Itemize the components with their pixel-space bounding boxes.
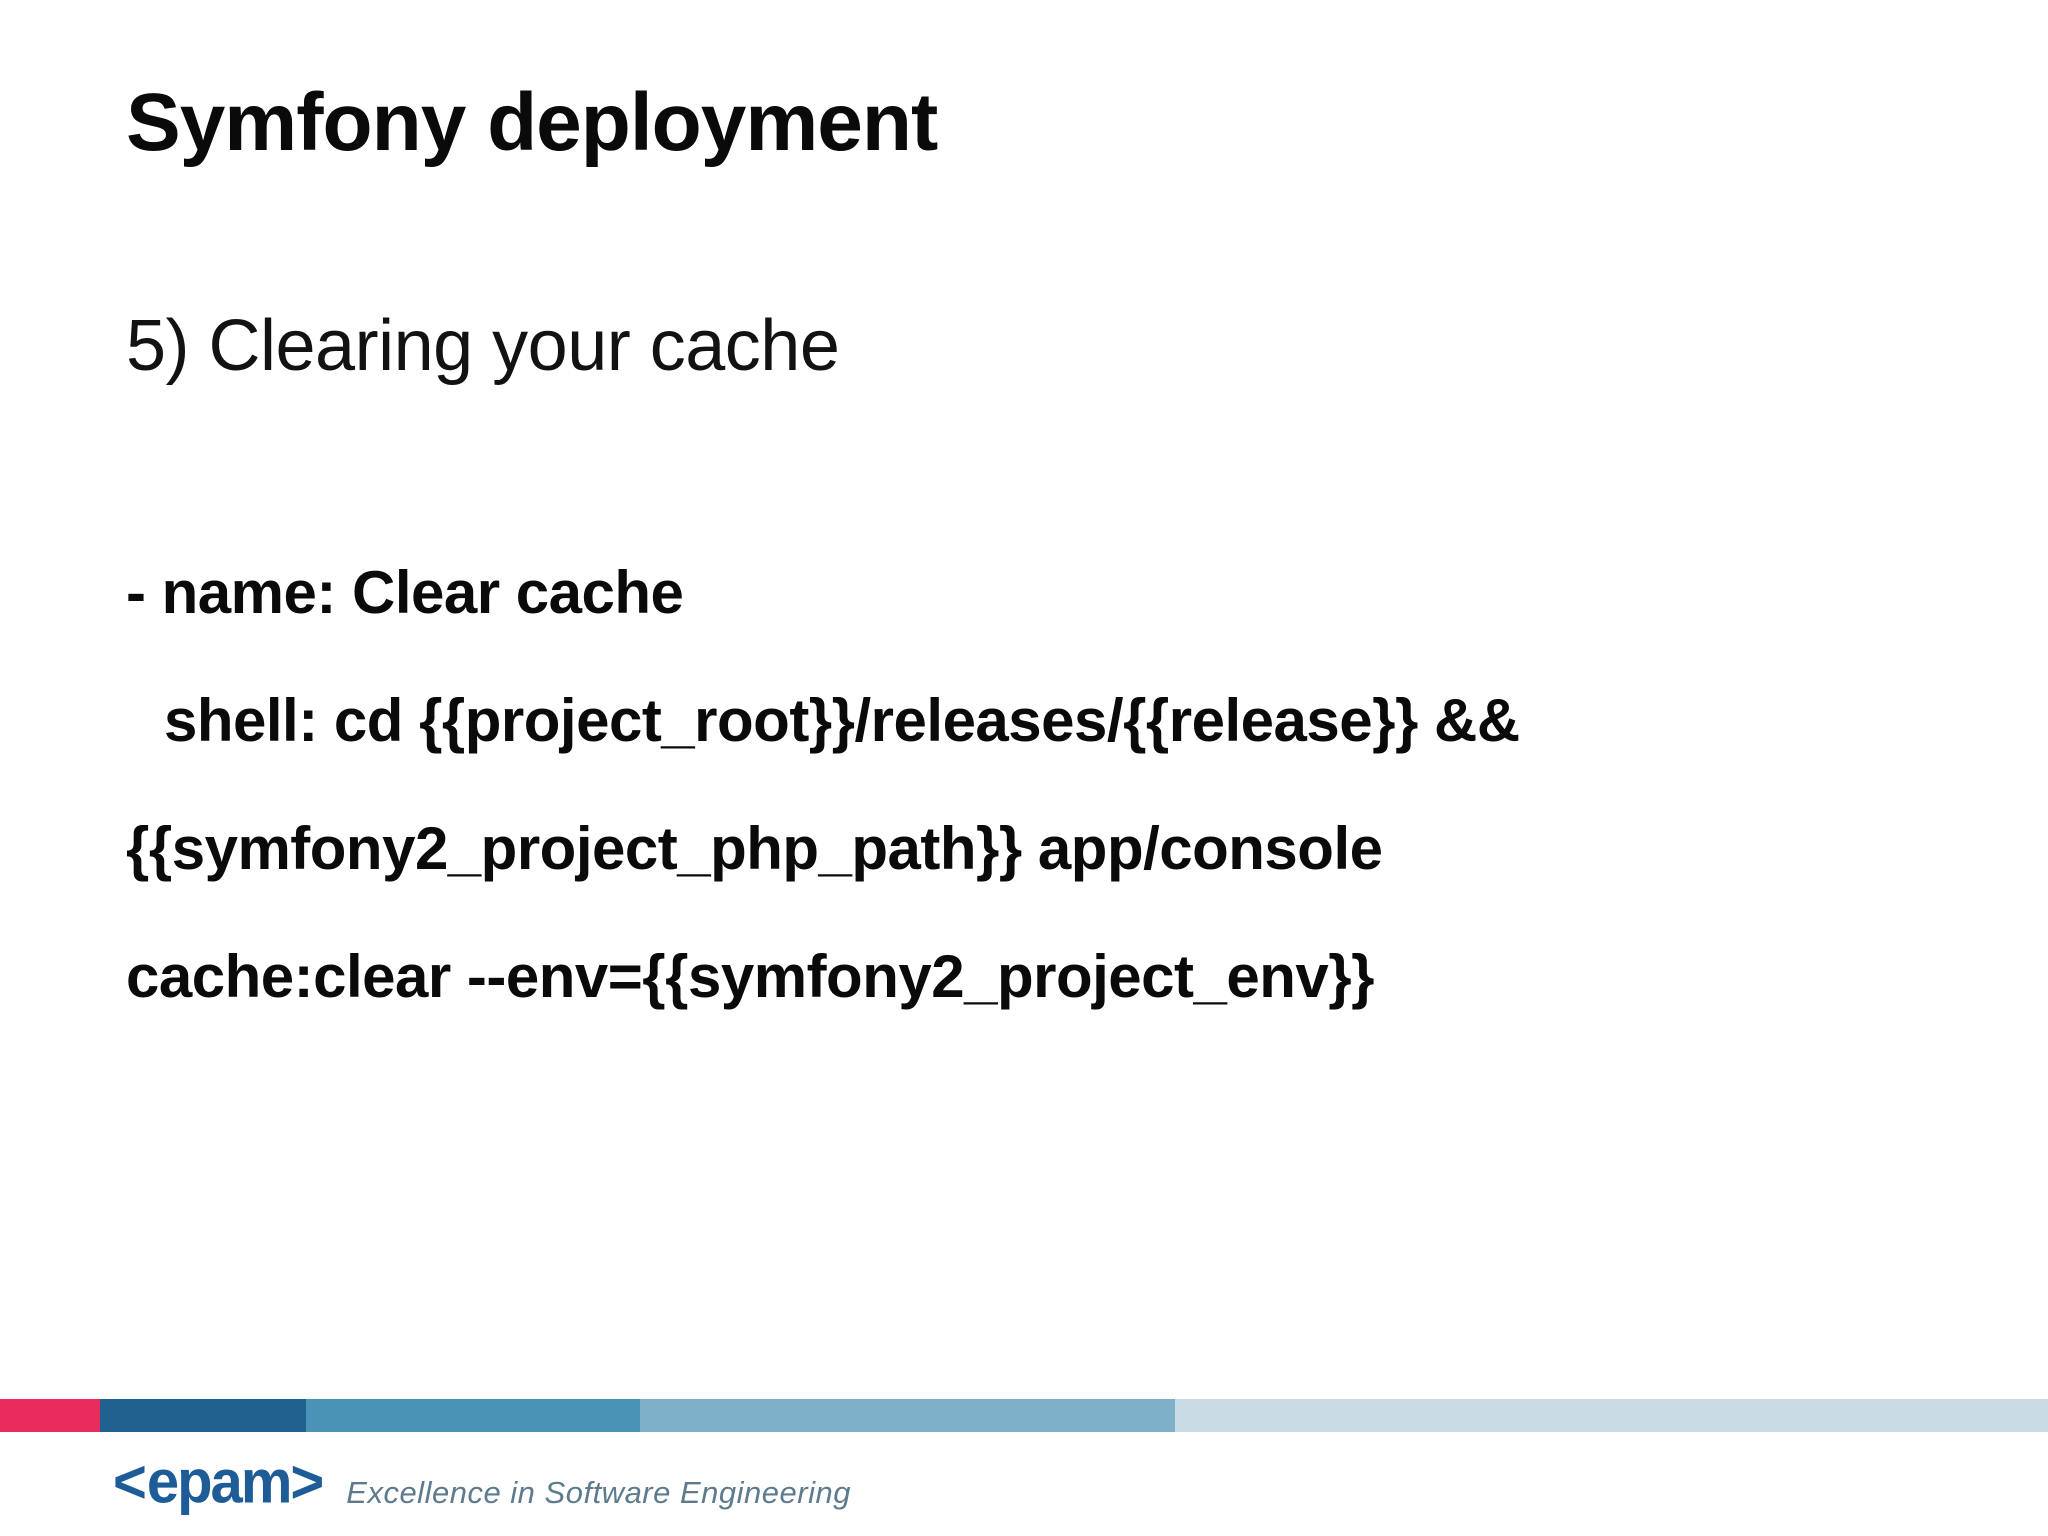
logo-left-bracket-icon: < [113, 1447, 147, 1516]
stripe-segment-mid-blue [306, 1399, 640, 1432]
code-line-cache-clear: cache:clear --env={{symfony2_project_env… [126, 943, 1374, 1010]
step-label: 5) Clearing your cache [126, 306, 840, 386]
code-line-shell: shell: cd {{project_root}}/releases/{{re… [164, 687, 1520, 754]
code-line-name: - name: Clear cache [126, 559, 684, 626]
code-block: - name: Clear cache shell: cd {{project_… [126, 529, 2008, 1041]
stripe-segment-pale-blue [1175, 1399, 2048, 1432]
epam-tagline: Excellence in Software Engineering [346, 1475, 851, 1510]
logo-right-bracket-icon: > [290, 1447, 325, 1516]
logo-wordmark: epam [146, 1447, 293, 1516]
footer-stripe [0, 1399, 2048, 1432]
stripe-segment-light-blue [640, 1399, 1175, 1432]
slide-title: Symfony deployment [126, 77, 938, 168]
code-line-php-path: {{symfony2_project_php_path}} app/consol… [126, 815, 1383, 882]
stripe-segment-pink [0, 1399, 100, 1432]
stripe-segment-dark-blue [100, 1399, 306, 1432]
epam-logo: <epam> [113, 1447, 324, 1517]
footer-branding: <epam> Excellence in Software Engineerin… [113, 1447, 851, 1517]
